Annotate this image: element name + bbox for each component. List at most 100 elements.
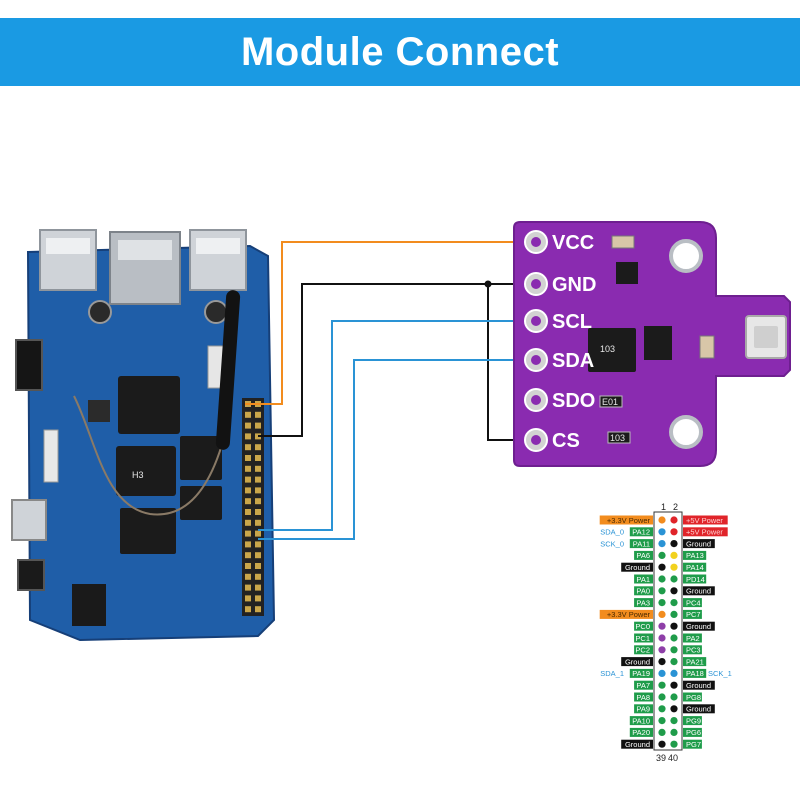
pinout-tag (683, 539, 715, 549)
pinout-tag (634, 704, 653, 714)
regulator-chip (588, 328, 636, 372)
wire-junction (484, 280, 492, 288)
pinout-tag (683, 668, 707, 678)
pinout-dot (658, 622, 666, 630)
gpio-header (242, 398, 264, 616)
pinout-right-label: +5V Power (686, 528, 723, 537)
pinout-dot (670, 669, 678, 678)
module-pin-hole (531, 395, 541, 405)
capacitor (699, 335, 715, 359)
pinout-dot (658, 669, 666, 678)
pin-number-top-right: 2 (673, 502, 678, 512)
pinout-tag (629, 527, 653, 537)
header-pin (245, 433, 251, 440)
pinout-dot (670, 575, 678, 583)
pinout-dot (658, 728, 666, 737)
pinout-dot (670, 516, 678, 524)
pinout-left-label: +3.3V Power (607, 516, 651, 525)
pinout-right-label: PG8 (686, 693, 701, 702)
pinout-left-label: +3.3V Power (607, 610, 651, 619)
pinout-tag (683, 574, 707, 584)
pinout-right-label: PA21 (686, 657, 704, 666)
pin-number-top-left: 1 (661, 502, 666, 512)
mounting-hole (669, 415, 703, 449)
pinout-dot (670, 540, 678, 548)
pinout-left-label: PA6 (636, 551, 650, 560)
pinout-tag (621, 739, 653, 749)
pinout-dot (658, 551, 666, 560)
pinout-dot (670, 717, 678, 725)
pinout-right-label: PA2 (686, 634, 700, 643)
header-pin (245, 444, 251, 451)
pinout-dot (658, 575, 666, 583)
pinout-dot (658, 563, 666, 571)
pinout-right-label: Ground (686, 705, 711, 714)
chip-mark: 103 (600, 344, 615, 354)
wire-vcc (245, 241, 530, 405)
capacitor (204, 300, 228, 324)
pinout-right-label: Ground (686, 539, 711, 548)
pinout-tag (599, 515, 653, 525)
wire-scl (258, 320, 530, 531)
pinout-tag (683, 550, 707, 560)
capacitor (611, 235, 635, 249)
header-pin (255, 455, 261, 461)
wires (245, 241, 530, 540)
pinout-dot (670, 587, 678, 595)
pinout-tag (621, 657, 653, 667)
pinout-dot (658, 516, 666, 524)
pinout-tag (634, 692, 653, 702)
pinout-dot (670, 599, 678, 607)
pinout-dot (670, 740, 678, 748)
pinout-left-label: Ground (625, 740, 650, 749)
pinout-dot (670, 610, 678, 619)
header-pin (245, 498, 251, 505)
h3-soc-chip (116, 446, 176, 496)
pinout-dot (658, 528, 666, 536)
pinout-dot (670, 728, 678, 737)
module-pin-label-scl: SCL (552, 311, 592, 333)
header-pin (255, 563, 261, 569)
pinout-tag (629, 727, 653, 737)
pinout-tag (634, 645, 653, 655)
soc-marking: H3 (132, 470, 144, 480)
transistor (644, 326, 672, 360)
pinout-function-label: SDA_1 (600, 669, 624, 678)
header-pin (255, 530, 261, 537)
pinout-left-label: PA12 (632, 528, 650, 537)
hdmi-port (11, 499, 47, 541)
header-pin (245, 411, 251, 418)
wire-sda (258, 359, 530, 540)
chip-mark: E01 (602, 397, 618, 407)
pinout-dot (658, 540, 666, 548)
pinout-left-label: PA19 (632, 669, 650, 678)
header-pin (245, 563, 251, 569)
pinout-right-label: Ground (686, 622, 711, 631)
pinout-right-label: PA14 (686, 563, 704, 572)
header-pin (255, 465, 261, 472)
header-pin (255, 541, 261, 548)
pinout-tag (683, 633, 702, 643)
header-pin (255, 573, 261, 580)
header-pin (245, 573, 251, 580)
pinout-tag (683, 515, 728, 525)
pinout-left-label: Ground (625, 563, 650, 572)
pinout-left-label: PA3 (636, 598, 650, 607)
capacitor (88, 300, 112, 324)
pinout-function-label: SDA_0 (600, 528, 624, 537)
pinout-dot (670, 681, 678, 689)
pinout-dot (670, 705, 678, 713)
pinout-function-label: SCK_1 (708, 669, 732, 678)
pinout-dot (658, 634, 666, 642)
page-title: Module Connect (240, 30, 560, 74)
antenna-cable (73, 395, 227, 516)
pinout-tag (634, 680, 653, 690)
header-pin (255, 498, 261, 505)
pinout-tag (634, 550, 653, 560)
pinout-right-label: +5V Power (686, 516, 723, 525)
pinout-tag (634, 633, 653, 643)
header-pin (245, 476, 251, 483)
resistor (599, 395, 623, 408)
ram-chip (120, 508, 176, 554)
header-pin (245, 595, 251, 602)
